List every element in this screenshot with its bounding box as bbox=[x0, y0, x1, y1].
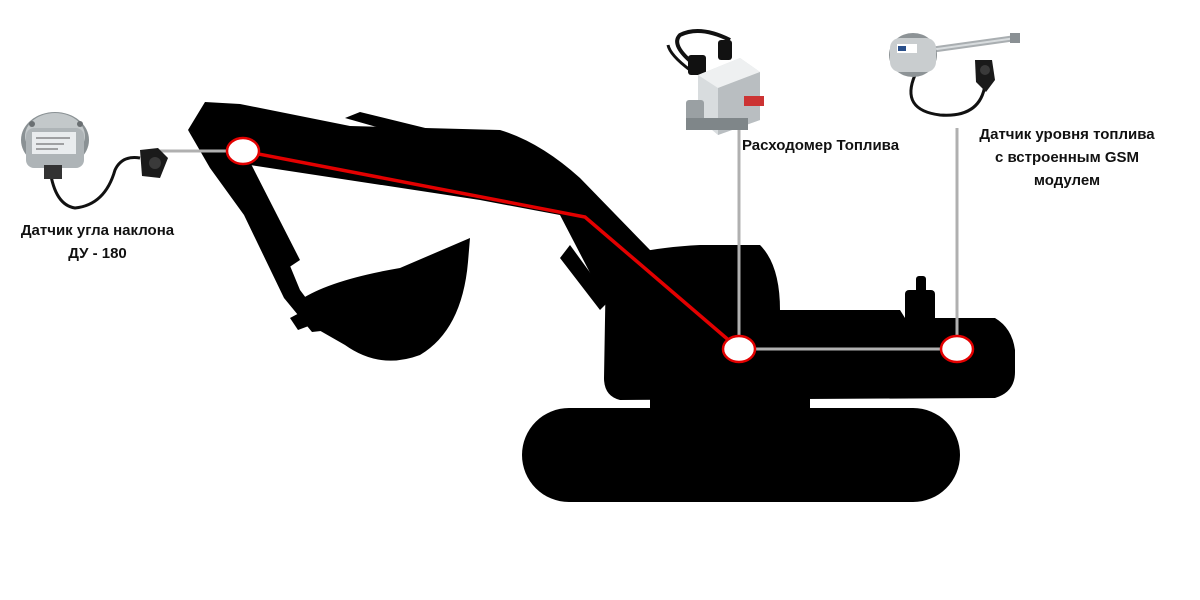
level-sensor-label-line3: модулем bbox=[1033, 172, 1101, 189]
flow-meter-label-line1: Расходомер Топлива bbox=[742, 137, 900, 154]
level-sensor-label-line1: Датчик уровня топлива bbox=[979, 126, 1155, 143]
tilt-sensor-image bbox=[21, 112, 168, 210]
tilt-sensor-label-line2: ДУ - 180 bbox=[68, 245, 127, 262]
level-node bbox=[939, 334, 975, 364]
tilt-sensor-label: Датчик угла наклона ДУ - 180 bbox=[0, 219, 195, 265]
sensor-connectors bbox=[155, 128, 959, 351]
flow-meter-image bbox=[666, 29, 764, 135]
flow-node bbox=[721, 334, 757, 364]
tilt-node bbox=[225, 136, 261, 166]
level-sensor-label-line2: с встроенным GSM bbox=[994, 149, 1140, 166]
level-sensor-label: Датчик уровня топлива с встроенным GSM м… bbox=[962, 123, 1172, 192]
cable-route bbox=[242, 149, 741, 351]
excavator-silhouette bbox=[188, 102, 1015, 502]
level-sensor-image bbox=[889, 33, 1020, 117]
connection-nodes bbox=[225, 136, 975, 364]
tilt-sensor-label-line1: Датчик угла наклона bbox=[20, 222, 175, 239]
flow-meter-label: Расходомер Топлива bbox=[742, 134, 922, 157]
